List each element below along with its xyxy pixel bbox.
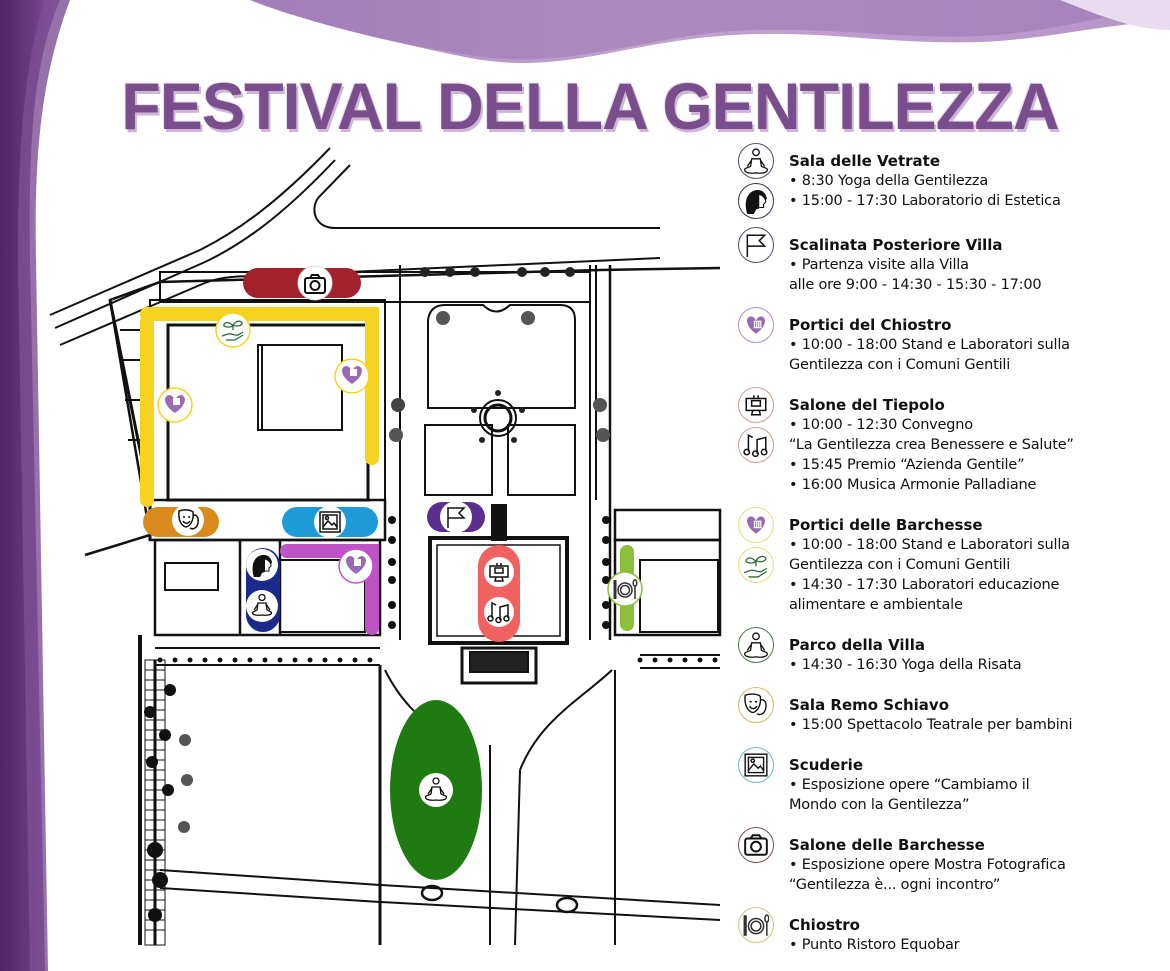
page-title: FESTIVAL DELLA GENTILEZZA [121,69,1059,143]
legend-line: • 10:00 - 18:00 Stand e Laboratori sulla [789,537,1070,553]
plate-cutlery-icon [738,907,774,943]
legend-venue-name: Scalinata Posteriore Villa [789,236,1003,254]
comuni-gentili-logo [738,307,774,343]
legend-line: alimentare e ambientale [789,597,963,613]
legend-line: • Partenza visite alla Villa [789,257,969,273]
flag-icon [738,227,774,263]
legend-venue-name: Chiostro [789,916,860,934]
zone-portici-barchesse [280,544,379,635]
zone-portici-chiostro [140,307,379,507]
legend-venue-name: Sala Remo Schiavo [789,696,950,714]
legend-line: • 14:30 - 16:30 Yoga della Risata [789,657,1022,673]
camera-icon [738,827,774,863]
legend-line: alle ore 9:00 - 14:30 - 15:30 - 17:00 [789,277,1042,293]
legend-line: Mondo con la Gentilezza” [789,797,970,813]
legend-venue-name: Sala delle Vetrate [789,152,940,170]
legend-line: • 14:30 - 17:30 Laboratori educazione [789,577,1060,593]
podium-icon [738,387,774,423]
comuni-gentili-logo [738,507,774,543]
legend-venue-name: Salone del Tiepolo [789,396,945,414]
plant-hand-icon [738,547,774,583]
legend-venue-name: Salone delle Barchesse [789,836,985,854]
legend-line: Gentilezza con i Comuni Gentili [789,357,1011,373]
theater-masks-icon [738,687,774,723]
legend-venue-name: Scuderie [789,756,863,774]
woman-profile-icon [738,183,774,219]
legend-line: Gentilezza con i Comuni Gentili [789,557,1011,573]
yoga-icon [738,627,774,663]
legend-line: • 8:30 Yoga della Gentilezza [789,173,989,189]
legend-venue-name: Parco della Villa [789,636,925,654]
legend-venue-name: Portici delle Barchesse [789,516,983,534]
map-markers [157,265,643,807]
music-notes-icon [738,427,774,463]
picture-icon [738,747,774,783]
villa-map [49,147,722,946]
legend-line: • 15:00 Spettacolo Teatrale per bambini [789,717,1073,733]
legend-line: • 10:00 - 12:30 Convegno [789,417,973,433]
legend-line: • 15:45 Premio “Azienda Gentile” [789,457,1025,473]
legend-line: • Punto Ristoro Equobar [789,937,960,953]
legend-line: • 15:00 - 17:30 Laboratorio di Estetica [789,193,1061,209]
legend-line: • Esposizione opere Mostra Fotografica [789,857,1066,873]
legend-line: • Esposizione opere “Cambiamo il [789,777,1030,793]
legend-line: “Gentilezza è... ogni incontro” [789,877,1001,893]
legend-line: • 16:00 Musica Armonie Palladiane [789,477,1037,493]
legend-line: • 10:00 - 18:00 Stand e Laboratori sulla [789,337,1070,353]
legend-venue-name: Portici del Chiostro [789,316,952,334]
legend-line: “La Gentilezza crea Benessere e Salute” [789,437,1074,453]
yoga-icon [738,143,774,179]
